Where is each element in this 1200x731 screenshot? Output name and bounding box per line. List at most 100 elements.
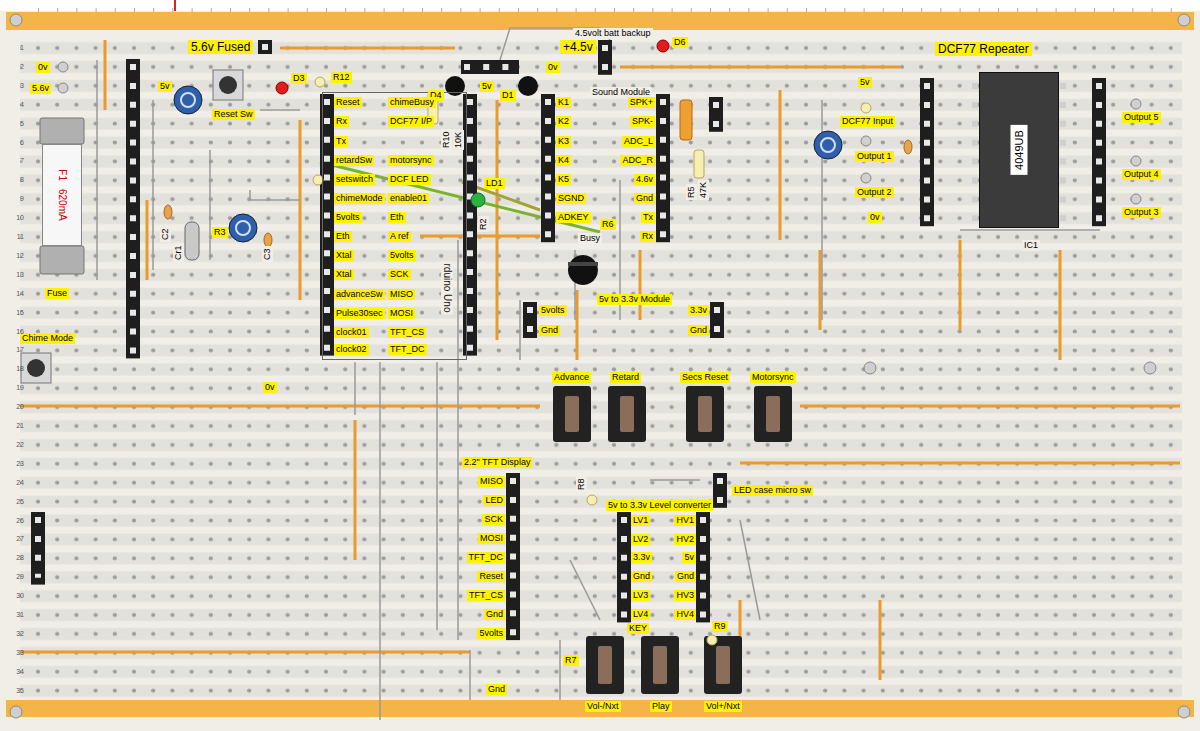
transistor xyxy=(568,255,598,285)
header-socket xyxy=(717,478,723,503)
row-number: 18 xyxy=(16,365,24,373)
board-label: ADC_R xyxy=(620,155,655,166)
component-label: 4049UB xyxy=(1013,130,1026,170)
header-socket xyxy=(262,44,268,50)
board-label: +4.5v xyxy=(560,40,596,54)
board-label: D3 xyxy=(291,73,307,84)
board-label: HV4 xyxy=(674,609,696,620)
resistor xyxy=(587,495,597,505)
row-number: 2 xyxy=(20,63,24,71)
board-label: Output 5 xyxy=(1122,112,1161,123)
board-label: R7 xyxy=(563,655,579,666)
led xyxy=(276,40,669,207)
screw-hole xyxy=(1178,706,1190,718)
ic-pins xyxy=(972,83,978,221)
header-socket xyxy=(598,40,612,75)
board-label: Advance xyxy=(552,372,591,383)
row-number: 31 xyxy=(16,611,24,619)
component-label: rduino Uno xyxy=(441,262,453,315)
board-label: K3 xyxy=(556,136,571,147)
header-socket xyxy=(31,40,1106,640)
board-label: C2 xyxy=(160,226,171,242)
board-label: 5v xyxy=(682,552,696,563)
tactile-button xyxy=(641,636,679,694)
terminal-post xyxy=(58,83,68,93)
row-number: 16 xyxy=(16,328,24,336)
board-label: chimeMode xyxy=(334,193,385,204)
board-label: 5v to 3.3v Module xyxy=(597,294,672,305)
row-number: 32 xyxy=(16,630,24,638)
header-socket xyxy=(920,78,934,226)
row-number: 1 xyxy=(20,44,24,52)
header-socket xyxy=(130,64,136,354)
board-label: Tx xyxy=(641,212,655,223)
electrolytic-capacitor xyxy=(174,86,842,242)
board-label: SPK+ xyxy=(628,97,655,108)
row-number: 11 xyxy=(17,233,24,241)
row-number: 23 xyxy=(16,460,24,468)
board-label: R9 xyxy=(712,621,728,632)
wire-link xyxy=(152,100,154,270)
board-label: Gnd xyxy=(688,325,709,336)
row-number: 24 xyxy=(16,479,24,487)
row-number: 28 xyxy=(16,554,24,562)
terminal-post xyxy=(861,136,871,146)
board-label: Gnd xyxy=(631,571,652,582)
header-socket xyxy=(1096,83,1102,221)
tactile-button xyxy=(608,386,646,442)
board-label: clock01 xyxy=(334,327,369,338)
jumper-wire xyxy=(320,162,600,232)
fuse-cap xyxy=(40,246,84,274)
board-label: Output 3 xyxy=(1122,207,1161,218)
tactile-button xyxy=(620,396,634,432)
header-socket xyxy=(700,517,706,618)
board-label: SCK xyxy=(388,269,411,280)
header-socket xyxy=(38,44,1099,638)
header-socket xyxy=(467,99,473,354)
board-label: LV2 xyxy=(631,534,650,545)
board xyxy=(174,0,176,11)
board-label: LV3 xyxy=(631,590,650,601)
board-label: 0v xyxy=(263,382,277,393)
resistor xyxy=(707,635,717,645)
board-label: Eth xyxy=(334,231,352,242)
component-label: 620mA xyxy=(56,189,68,221)
tactile-button xyxy=(704,636,742,694)
copper-track xyxy=(879,600,882,680)
wire-link xyxy=(960,229,1100,231)
fuse-body: F1620mA xyxy=(42,144,82,246)
terminal-post xyxy=(58,62,68,72)
board-label: ADKEY xyxy=(556,212,591,223)
board-label: MISO xyxy=(388,289,415,300)
row-number: 10 xyxy=(16,214,24,222)
push-switch xyxy=(21,353,51,383)
header-socket xyxy=(602,45,608,70)
header-socket xyxy=(709,97,723,132)
wire-link xyxy=(96,60,98,280)
board-label: Gnd xyxy=(484,609,505,620)
board-label: LV1 xyxy=(631,515,650,526)
wire-link xyxy=(650,479,700,481)
tactile-button xyxy=(766,396,780,432)
board-label: SPK- xyxy=(630,116,655,127)
board-label: Output 2 xyxy=(855,187,894,198)
board-label: TFT_CS xyxy=(467,590,505,601)
header-socket xyxy=(523,302,537,338)
board-label: LV4 xyxy=(631,609,650,620)
transistor xyxy=(568,262,598,266)
header-socket xyxy=(126,59,140,358)
board-label: Vol+/Nxt xyxy=(704,701,742,712)
row-number: 14 xyxy=(16,290,24,298)
row-number: 9 xyxy=(20,195,24,203)
board-label: Pulse30sec xyxy=(334,308,385,319)
row-number: 15 xyxy=(16,309,24,317)
board-label: 3.3v xyxy=(688,305,709,316)
wire-link xyxy=(559,640,561,700)
header-socket xyxy=(617,512,631,622)
ceramic-capacitor xyxy=(164,140,912,247)
terminal-post xyxy=(861,173,871,183)
board-label: Gnd xyxy=(539,325,560,336)
board-label: LD1 xyxy=(484,178,505,189)
board-label: 0v xyxy=(868,212,882,223)
